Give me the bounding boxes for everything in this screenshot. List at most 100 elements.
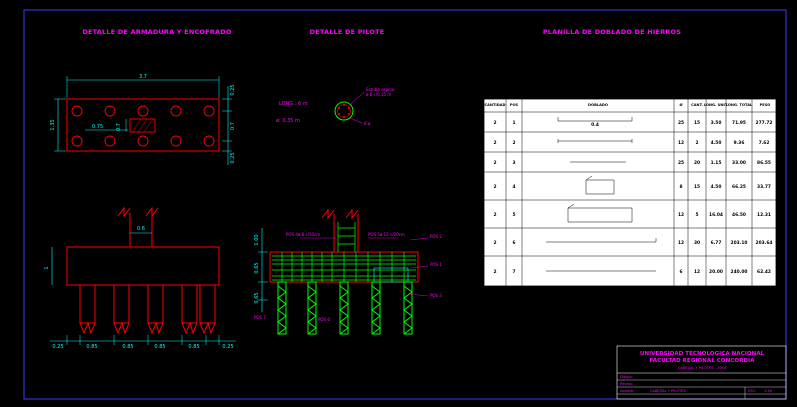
cell-cant: 2 <box>493 240 496 246</box>
cell-peso: 86.55 <box>757 160 771 166</box>
drawing-border <box>23 9 787 400</box>
pilote-ring-note-2: ø 6 c/0.15 m <box>366 92 391 97</box>
header-diam: Ø <box>679 102 682 107</box>
cell-n: 12 <box>694 269 700 275</box>
title-block-frame <box>616 345 787 400</box>
cell-cant: 2 <box>493 184 496 190</box>
cell-d: 12 <box>678 240 684 246</box>
cell-pos: 2 <box>512 140 515 146</box>
cell-lt: 203.10 <box>731 240 748 246</box>
cell-cant: 2 <box>493 140 496 146</box>
title-block: UNIVERSIDAD TECNOLOGICA NACIONAL FACULTA… <box>616 345 787 400</box>
pilote-section: LONG.: 6 m ø: 0.35 m Estribo espiral ø 6… <box>276 87 395 126</box>
dim-inner-small: 0.7 <box>116 123 122 131</box>
header-long-unit: LONG. UNIT. <box>704 103 728 107</box>
header-doblado: DOBLADO <box>588 103 608 107</box>
pilote-diam: ø: 0.35 m <box>276 118 300 124</box>
cell-lu: 6.77 <box>711 240 722 246</box>
cell-pos: 3 <box>512 160 515 166</box>
header-cant: CANT. <box>691 103 703 107</box>
dim-right-bot: 0.25 <box>230 152 236 163</box>
planilla-background <box>483 98 777 287</box>
pilote-ring-note-1: Estribo espiral <box>366 87 395 92</box>
tb-line1: UNIVERSIDAD TECNOLOGICA NACIONAL <box>640 351 765 357</box>
title-armadura: DETALLE DE ARMADURA Y ENCOFRADO <box>82 28 231 36</box>
front-dim-2: 0.65 <box>254 292 260 303</box>
tb-scale-label: ESC: <box>748 389 756 393</box>
cell-lu: 3.50 <box>711 120 722 126</box>
bend-shape-pos-1 <box>557 117 633 122</box>
plan-outline <box>66 98 220 152</box>
dim-right-mid: 0.7 <box>230 122 236 130</box>
cell-d: 12 <box>678 212 684 218</box>
cell-lt: 46.50 <box>732 212 746 218</box>
cell-cant: 2 <box>493 160 496 166</box>
header-long-total: LONG. TOTAL <box>726 103 753 107</box>
cell-lt: 240.00 <box>731 269 748 275</box>
cell-peso: 7.62 <box>759 140 770 146</box>
bend-shape-pos-5 <box>567 203 633 223</box>
tb-drawing-name: CABEZAL Y PILOTES <box>650 389 687 393</box>
dim-side-height: 1 <box>44 266 50 269</box>
cell-pos: 7 <box>512 269 515 275</box>
plan-pile-circles <box>71 105 215 147</box>
tb-row-aprobo: Aprobó: <box>620 389 634 393</box>
cell-peso: 12.31 <box>757 212 771 218</box>
cell-n: 15 <box>694 184 700 190</box>
label-pos-4: POS 4ø 8 c/20cm <box>286 232 320 237</box>
label-pos-6: POS 6 <box>318 317 330 322</box>
cell-pos: 1 <box>512 120 515 126</box>
label-pos-3: POS 3 <box>430 293 442 298</box>
cell-n: 2 <box>695 140 698 146</box>
dim-bottom-3: 0.85 <box>154 344 165 350</box>
title-planilla: PLANILLA DE DOBLADO DE HIERROS <box>543 28 681 36</box>
cell-n: 20 <box>694 160 700 166</box>
cell-pos: 5 <box>512 212 515 218</box>
cell-peso: 203.64 <box>756 240 773 246</box>
cell-lu: 20.00 <box>709 269 723 275</box>
tb-row-reviso: Revisó: <box>620 382 633 386</box>
cell-d: 8 <box>679 184 682 190</box>
cell-d: 25 <box>678 160 684 166</box>
tb-row-dibujo: Dibujo: <box>620 375 633 379</box>
pilote-long: LONG.: 6 m <box>279 101 308 107</box>
header-cantidad: CANTIDAD <box>485 103 506 107</box>
cell-lu: 4.50 <box>711 184 722 190</box>
header-peso: PESO <box>760 103 771 107</box>
bend-shape-pos-6 <box>546 238 657 243</box>
cell-lt: 9.36 <box>734 140 745 146</box>
pilote-bar-note: 6 ø <box>364 121 371 126</box>
header-pos: POS <box>510 103 519 107</box>
cell-lt: 71.95 <box>732 120 746 126</box>
cell-peso: 62.42 <box>757 269 771 275</box>
cell-cant: 2 <box>493 212 496 218</box>
cell-pos: 4 <box>512 184 515 190</box>
cell-cant: 2 <box>493 120 496 126</box>
cell-peso: 277.72 <box>756 120 773 126</box>
dim-inner-offset: 0.75 <box>92 124 103 130</box>
cell-d: 25 <box>678 120 684 126</box>
title-pilote: DETALLE DE PILOTE <box>310 28 385 36</box>
bend-shape-pos-4 <box>585 175 615 195</box>
cell-lt: 66.25 <box>732 184 746 190</box>
tb-scale-value: 1:50 <box>764 389 773 393</box>
label-pos-5: POS 5ø 12 c/20cm <box>368 232 405 237</box>
planilla-table: CANTIDAD POS DOBLADO Ø CANT. LONG. UNIT.… <box>483 98 777 287</box>
cell-lt: 33.00 <box>732 160 746 166</box>
bend-length-label: 0.4 <box>591 122 599 128</box>
dim-bottom-4: 0.85 <box>188 344 199 350</box>
tb-line2: FACULTAD REGIONAL CONCORDIA <box>650 358 756 364</box>
pilote-elevation: POS 4ø 8 c/20cm POS 5ø 12 c/20cm POS 2 P… <box>254 208 442 335</box>
cell-cant: 2 <box>493 269 496 275</box>
front-dim-0: 1.00 <box>254 234 260 245</box>
cell-lu: 16.04 <box>709 212 723 218</box>
plan-pier-hatch <box>129 118 156 133</box>
cell-d: 6 <box>679 269 682 275</box>
cell-n: 30 <box>694 240 700 246</box>
cell-d: 12 <box>678 140 684 146</box>
dim-pier-width: 0.6 <box>137 226 145 232</box>
dim-top-width: 3.7 <box>139 74 147 80</box>
label-pos-1: POS 1 <box>430 262 442 267</box>
dim-bottom-0: 0.25 <box>52 344 63 350</box>
dim-right-top: 0.25 <box>230 84 236 95</box>
